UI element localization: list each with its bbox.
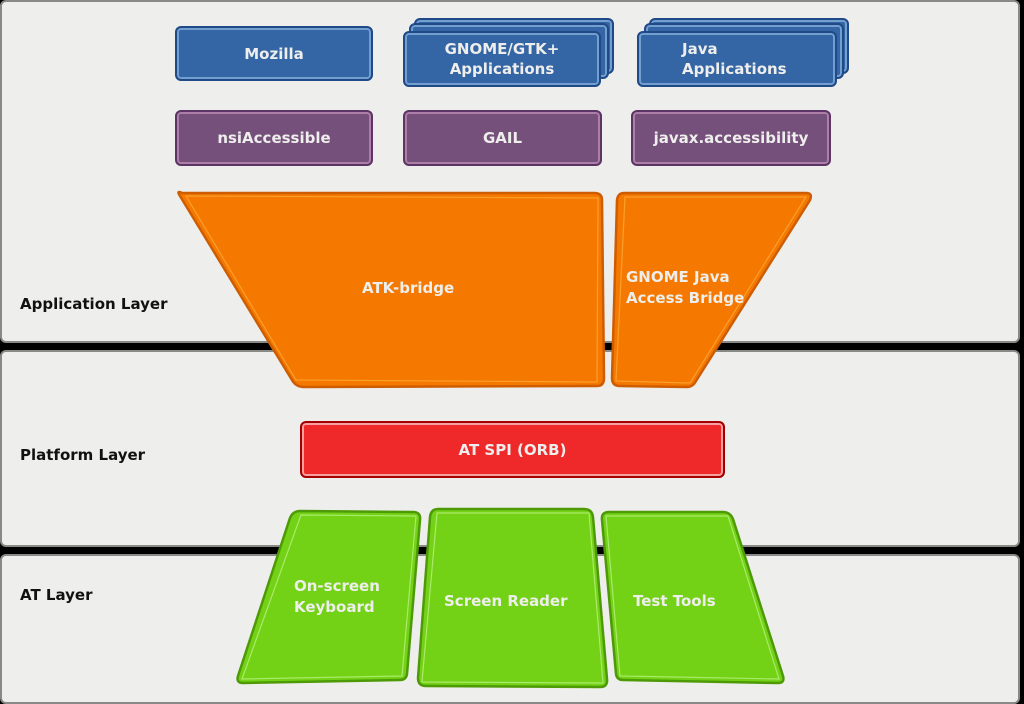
onscreen-keyboard-highlight (241, 514, 417, 680)
java-access-bridge-label-line1: GNOME Java (626, 268, 730, 286)
onscreen-keyboard-label-line1: On-screen (294, 577, 380, 595)
screen-reader-shape (416, 507, 609, 689)
screen-reader-label: Screen Reader (444, 592, 568, 610)
java-access-bridge-label: GNOME Java Access Bridge (626, 267, 744, 309)
onscreen-keyboard-shape (236, 509, 422, 685)
atk-bridge-label: ATK-bridge (362, 279, 455, 297)
java-apps-label-line2: Applications (682, 60, 787, 78)
test-tools-highlight (605, 515, 780, 680)
java-access-bridge-highlight (615, 196, 808, 384)
at-layer-label: AT Layer (20, 586, 93, 604)
onscreen-keyboard-label-line2: Keyboard (294, 598, 375, 616)
platform-layer-label: Platform Layer (20, 446, 146, 464)
onscreen-keyboard-label: On-screen Keyboard (294, 576, 380, 618)
java-access-bridge-shape (610, 191, 813, 389)
at-spi-orb-label: AT SPI (ORB) (458, 440, 567, 459)
application-layer-label: Application Layer (20, 295, 168, 313)
gnome-gtk-apps-box: GNOME/GTK+ Applications (403, 31, 601, 87)
test-tools-label: Test Tools (633, 592, 716, 610)
gail-label: GAIL (482, 129, 523, 147)
java-access-bridge-label-line2: Access Bridge (626, 289, 745, 307)
screen-reader-highlight (421, 512, 604, 684)
at-spi-orb-box: AT SPI (ORB) (300, 421, 725, 478)
mozilla-box: Mozilla (175, 26, 373, 81)
gnome-gtk-apps-label-line1: GNOME/GTK+ (444, 40, 560, 58)
nsiaccessible-box: nsiAccessible (175, 110, 373, 166)
javax-accessibility-box: javax.accessibility (631, 110, 831, 166)
javax-accessibility-label: javax.accessibility (653, 129, 809, 147)
java-apps-box: Java Applications (637, 31, 837, 87)
gnome-gtk-apps-label-line2: Applications (449, 60, 555, 78)
test-tools-shape (600, 510, 785, 685)
atk-bridge-highlight (184, 195, 599, 383)
mozilla-label: Mozilla (244, 44, 304, 63)
atk-bridge-shape (177, 190, 606, 389)
nsiaccessible-label: nsiAccessible (217, 129, 331, 147)
gail-box: GAIL (403, 110, 602, 166)
java-apps-label-line1: Java (682, 40, 718, 58)
